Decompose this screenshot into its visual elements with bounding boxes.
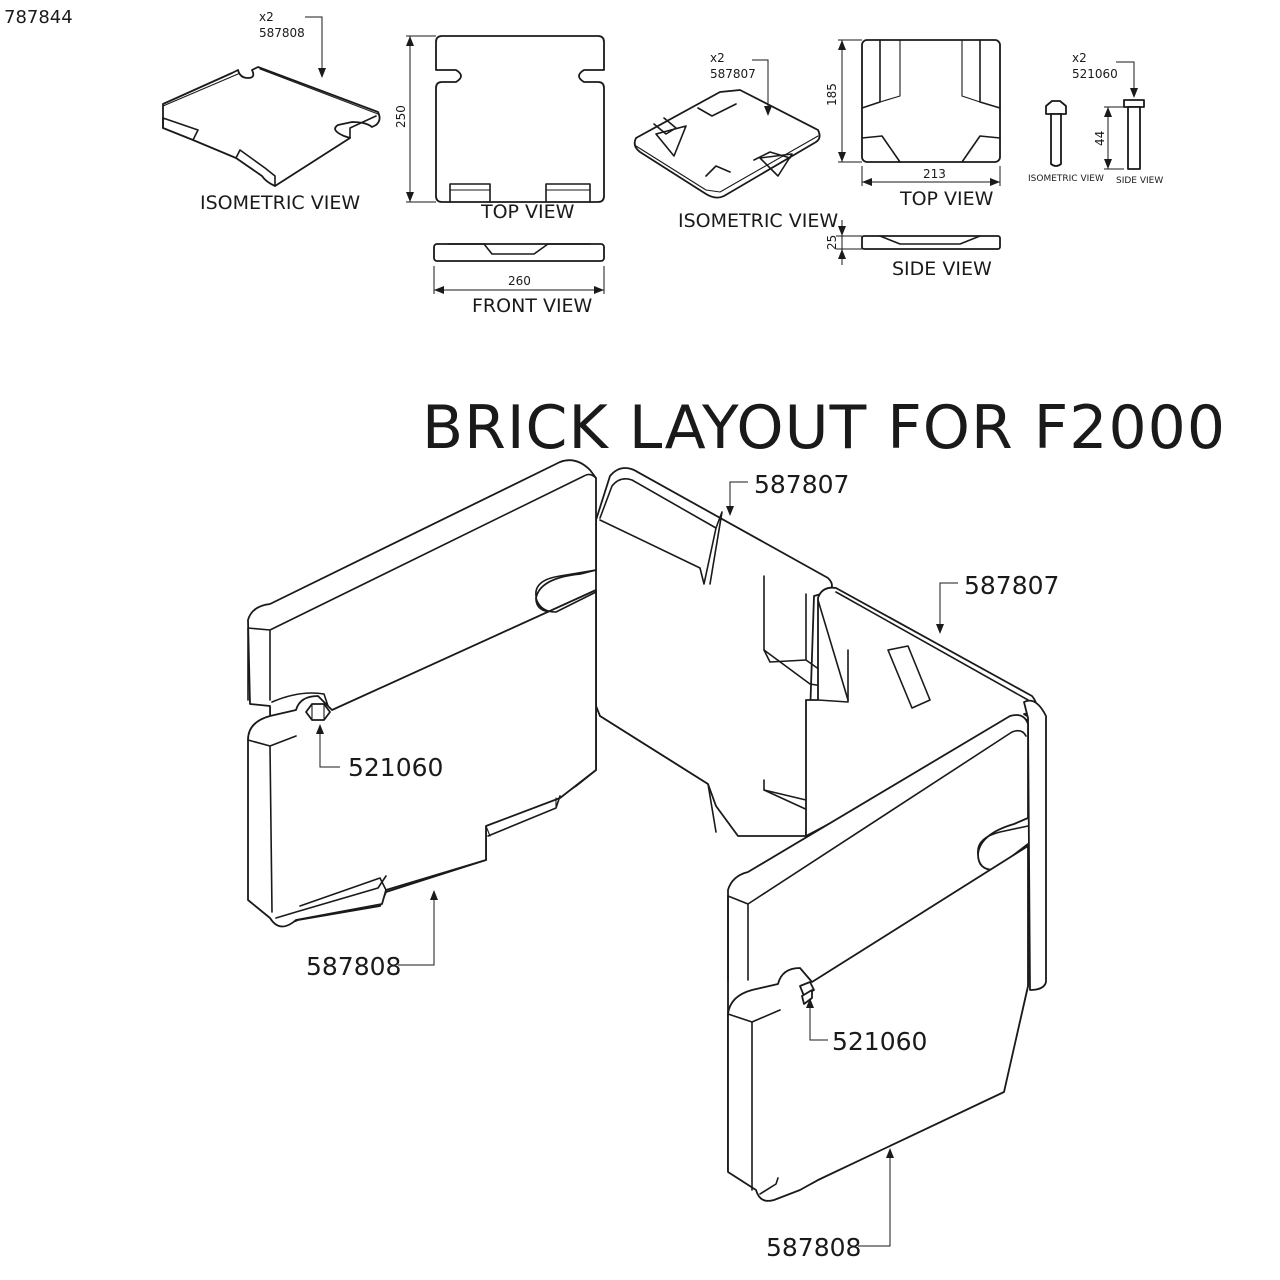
callout-top-left: 587807: [726, 470, 849, 516]
callout-brick-right-label: 587808: [766, 1233, 861, 1262]
callout-pin-left: 521060: [316, 724, 443, 782]
leader-arrow: [318, 68, 326, 78]
dimension-line: [406, 35, 436, 203]
dimension-b-height: 185: [825, 83, 839, 106]
pin-left: [305, 703, 331, 721]
part-c-quantity: x2: [1072, 51, 1087, 65]
part-587808-isometric: [162, 66, 381, 187]
view-label-pin-isometric: ISOMETRIC VIEW: [1028, 174, 1104, 184]
callout-top-left-label: 587807: [754, 470, 849, 499]
view-label-front: FRONT VIEW: [472, 295, 593, 317]
part-521060-isometric: [1045, 100, 1067, 167]
callout-top-right: 587807: [936, 571, 1059, 634]
view-label-isometric-b: ISOMETRIC VIEW: [678, 210, 838, 232]
leader-arrow: [764, 106, 772, 116]
dimension-line: [433, 266, 605, 294]
dimension-line: [838, 39, 862, 163]
part-a-quantity: x2: [259, 10, 274, 24]
leader-line: [305, 16, 323, 72]
dimension-b-thickness: 25: [825, 235, 839, 250]
dimension-line: [1104, 106, 1124, 170]
drawing-title: BRICK LAYOUT FOR F2000: [422, 393, 1226, 463]
dimension-b-width: 213: [923, 167, 946, 181]
part-587807-isometric: [633, 89, 821, 199]
dimension-line: [861, 166, 1001, 186]
dimension-a-width: 260: [508, 274, 531, 288]
view-label-side-b: SIDE VIEW: [892, 258, 992, 280]
pin-right: [799, 981, 815, 1005]
leader-line: [752, 59, 769, 110]
part-a-number-label: 587808: [259, 26, 305, 40]
view-label-top-b: TOP VIEW: [899, 188, 994, 210]
leader-arrow: [1130, 88, 1138, 98]
part-b-number-label: 587807: [710, 67, 756, 81]
assembly-view: [247, 459, 1047, 1202]
part-c-number-label: 521060: [1072, 67, 1118, 81]
callout-brick-left: 587808: [306, 890, 438, 981]
part-521060-side-view: [1123, 99, 1145, 170]
part-587807-top-view: [861, 39, 1001, 163]
dimension-arrows: [838, 226, 846, 259]
view-label-top-a: TOP VIEW: [480, 201, 575, 223]
drawing-number: 787844: [4, 7, 73, 28]
callout-brick-right: 587808: [766, 1148, 894, 1262]
callout-pin-right-label: 521060: [832, 1027, 927, 1056]
part-587807-side-view: [861, 235, 1001, 250]
view-label-isometric: ISOMETRIC VIEW: [200, 192, 360, 214]
leader-line: [1116, 61, 1135, 90]
callout-pin-right: 521060: [806, 998, 927, 1056]
part-587808-front-view: [433, 243, 605, 262]
callout-top-right-label: 587807: [964, 571, 1059, 600]
view-label-pin-side: SIDE VIEW: [1116, 176, 1163, 186]
part-587808-top-view: [435, 35, 605, 203]
dimension-a-height: 250: [394, 105, 408, 128]
callout-brick-left-label: 587808: [306, 952, 401, 981]
callout-pin-left-label: 521060: [348, 753, 443, 782]
dimension-c-length: 44: [1093, 131, 1107, 146]
part-b-quantity: x2: [710, 51, 725, 65]
